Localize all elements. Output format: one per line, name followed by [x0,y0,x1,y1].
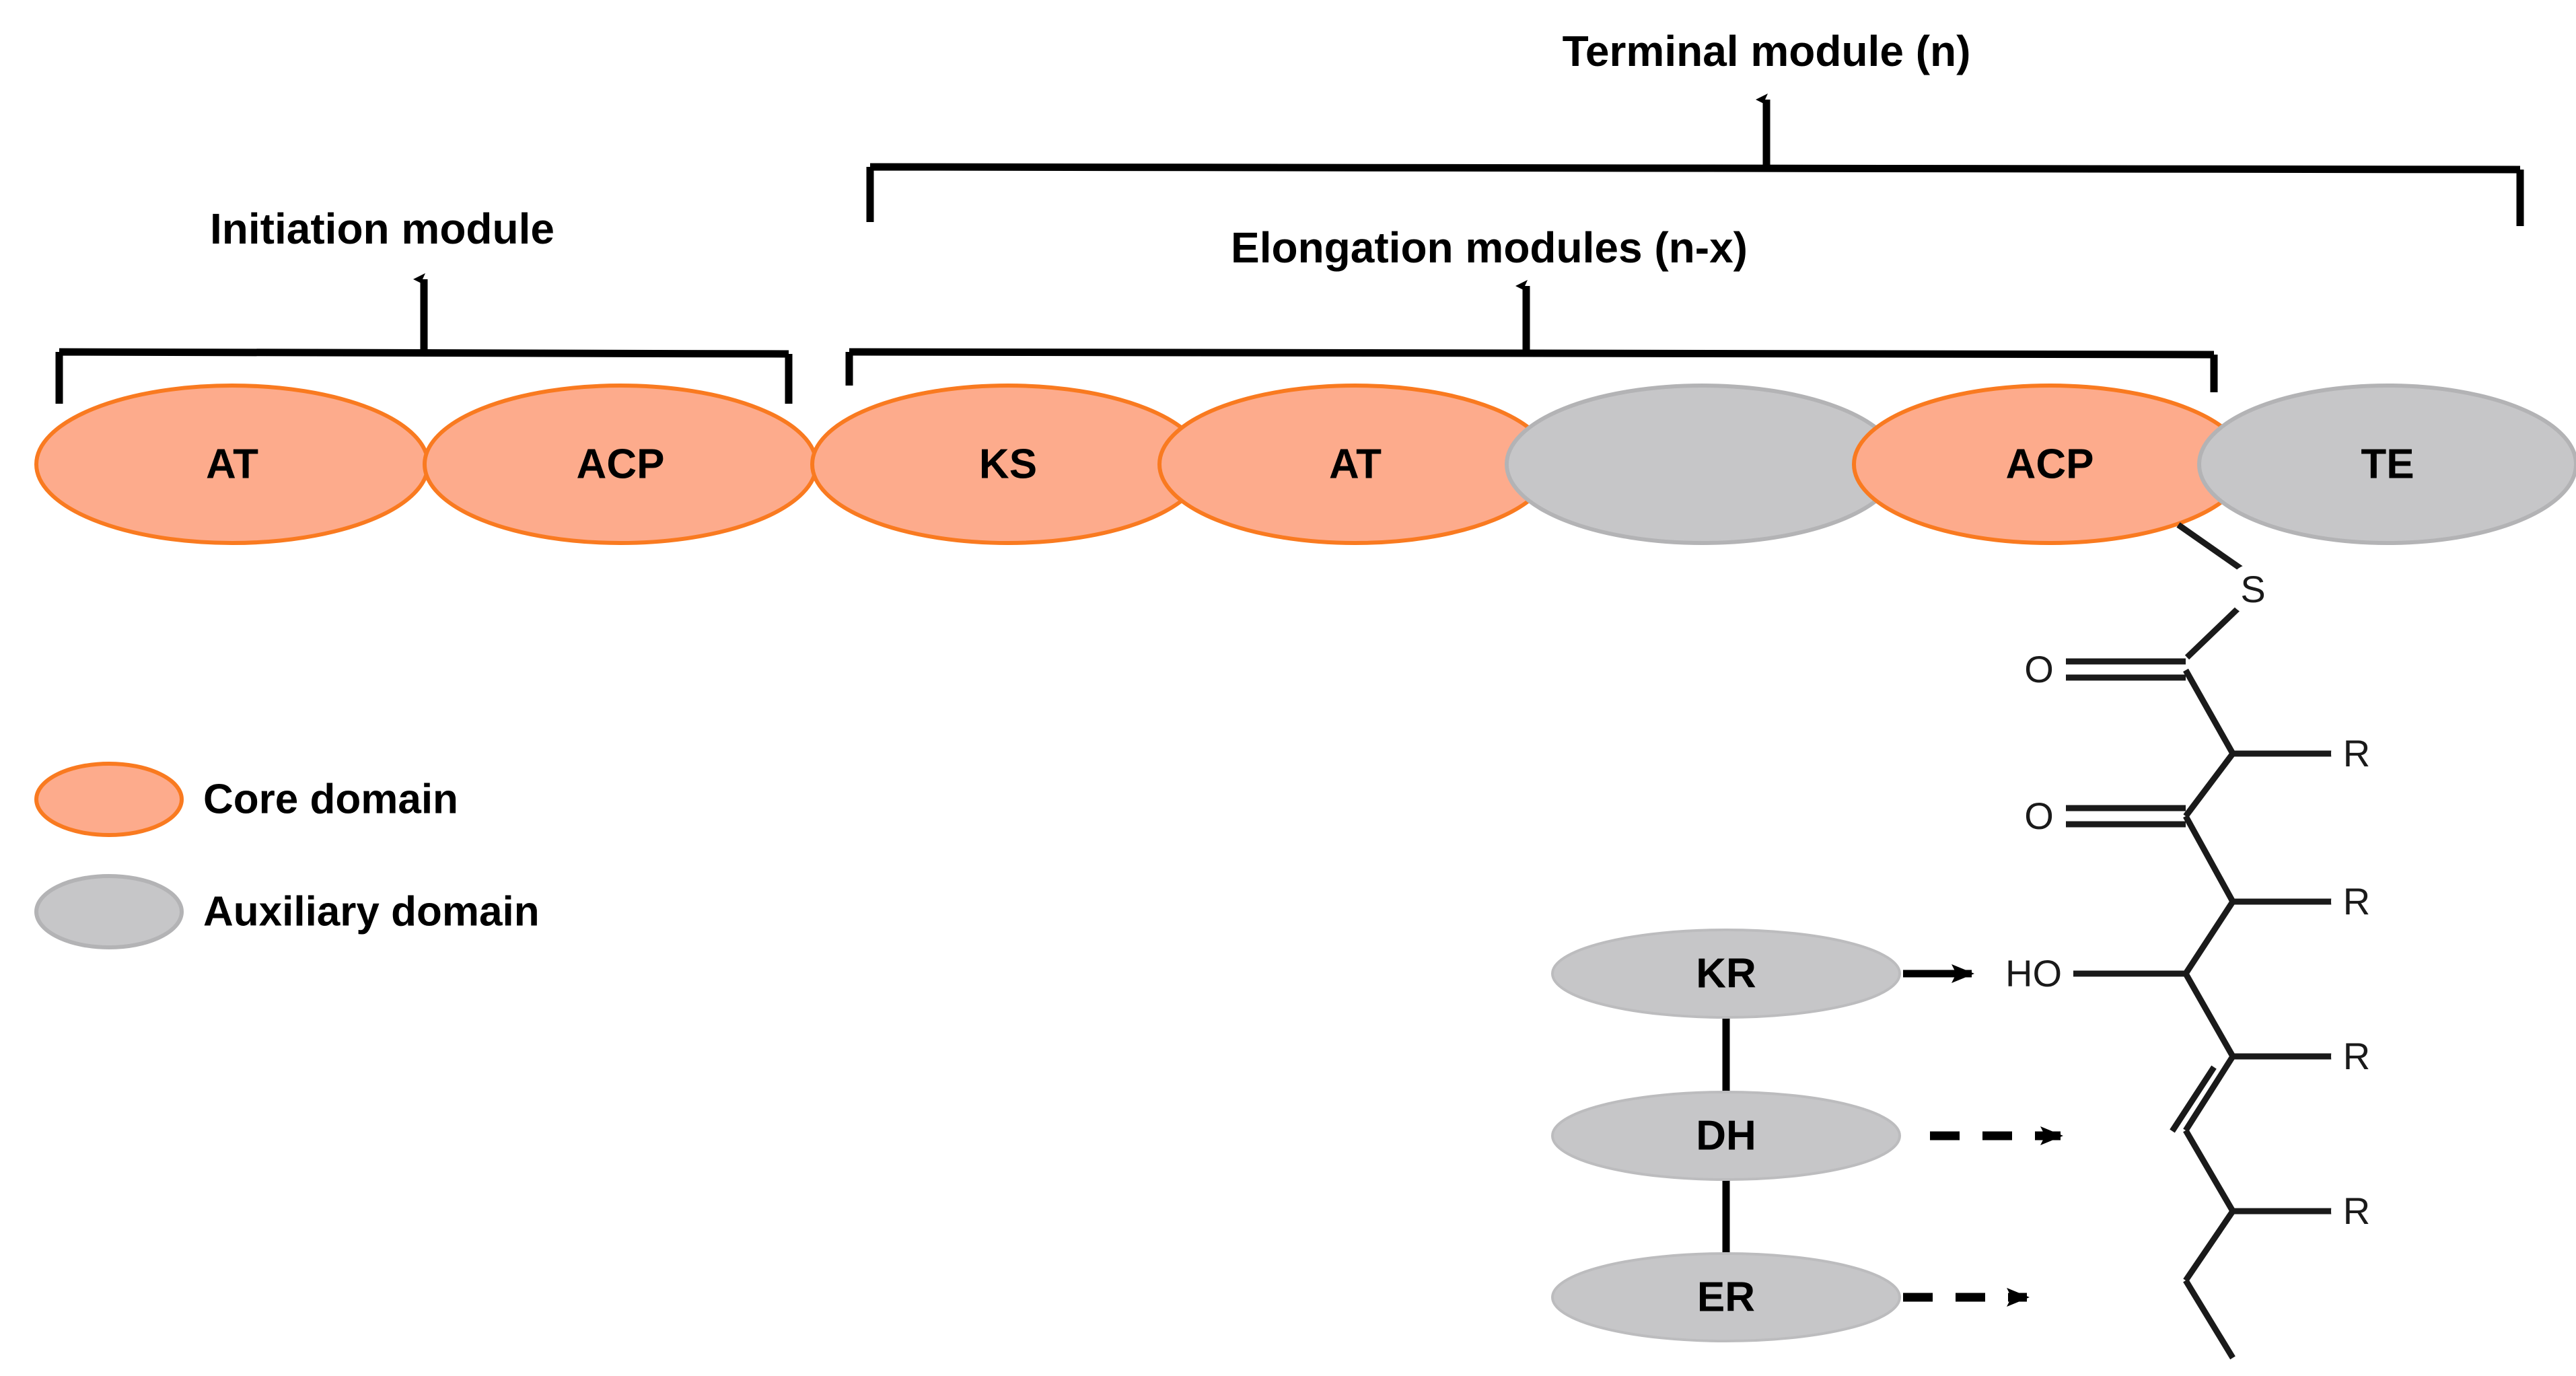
domain-label: KS [979,441,1037,487]
atom-label-s: S [2240,568,2265,610]
legend-item-core: Core domain [34,762,458,837]
atom-label-o-1: O [2024,648,2054,690]
domain-label: KR [1696,950,1756,997]
bond-c9-terminal [2183,1278,2235,1360]
domain-acp-1[interactable]: ACP [423,384,818,545]
domain-acp-2[interactable]: ACP [1852,384,2248,545]
domain-at-1[interactable]: AT [34,384,430,545]
bond-c7-c8 [2183,1128,2235,1213]
bond-s-to-c1 [2184,606,2240,660]
bond-c8-c9 [2183,1209,2235,1282]
bond-c2-c3 [2183,752,2235,818]
domain-ellipse [1551,1091,1901,1181]
bond-acp-to-s [2176,522,2243,571]
domain-kr[interactable]: KR [1551,929,1901,1019]
legend: Core domain Auxiliary domain [34,762,540,949]
atom-label-o-2: O [2024,795,2054,837]
domain-label: ER [1697,1274,1755,1320]
domain-ellipse [1551,1252,1901,1342]
title-terminal-module: Terminal module (n) [1563,27,1971,75]
domain-label: DH [1696,1112,1756,1159]
bracket-terminal-module [866,94,2524,226]
domain-label: AT [206,441,258,487]
bond-c6-c7-b [2170,1065,2217,1133]
domain-er[interactable]: ER [1551,1252,1901,1342]
legend-swatch-core-icon [34,762,184,837]
atom-label-r-4: R [2343,1190,2370,1232]
domain-te-1[interactable]: TE [2197,384,2576,545]
domain-dh[interactable]: DH [1551,1091,1901,1181]
domain-label: ACP [2006,441,2094,487]
bond-c3-c4 [2183,814,2235,904]
domain-ks-1[interactable]: KS [810,384,1206,545]
domain-ellipse [2197,384,2576,545]
atom-label-r-3: R [2343,1035,2370,1077]
title-initiation-module: Initiation module [210,205,554,253]
bond-c5-c6 [2183,972,2235,1058]
bond-c1-c2 [2183,668,2235,756]
legend-label-auxiliary: Auxiliary domain [203,888,540,935]
domain-label: ACP [577,441,665,487]
bond-c4-c5 [2183,900,2235,976]
atom-label-r-2: R [2343,880,2370,922]
domain-aux-1[interactable] [1505,384,1900,545]
legend-swatch-auxiliary-icon [34,874,184,949]
domain-label: AT [1329,441,1382,487]
atom-label-ho: HO [2005,952,2062,994]
bracket-initiation-module [55,273,793,404]
polyketide-chain-structure [2066,522,2332,1360]
bracket-elongation-modules [845,280,2218,392]
domain-at-2[interactable]: AT [1157,384,1553,545]
domain-ellipse [1505,384,1900,545]
legend-label-core: Core domain [203,776,458,822]
legend-item-auxiliary: Auxiliary domain [34,874,540,949]
chemistry-atom-labels: S O R O R HO R R [1995,564,2382,1237]
domain-label: TE [2361,441,2414,487]
title-elongation-modules: Elongation modules (n-x) [1231,223,1748,272]
bond-c6-c7-a [2183,1054,2235,1132]
atom-label-r-1: R [2343,732,2370,774]
domain-ellipse [1551,929,1901,1019]
